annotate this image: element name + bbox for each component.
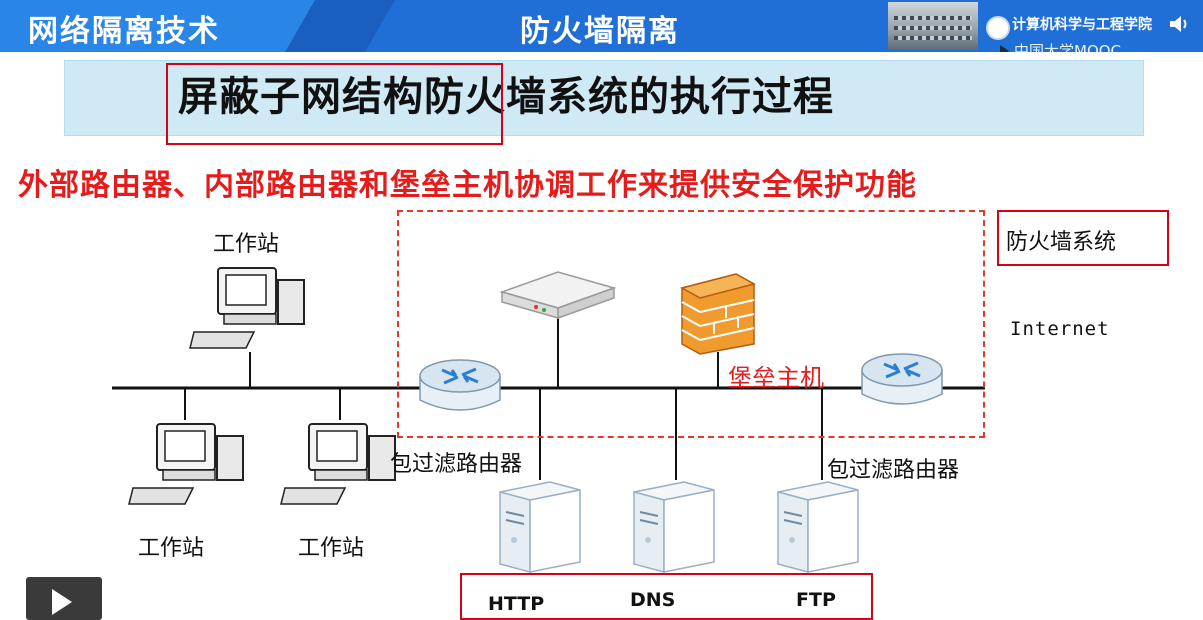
- inner-router-icon: [419, 359, 501, 411]
- outer-router-icon: [861, 353, 943, 405]
- workstation-label-top: 工作站: [213, 232, 280, 257]
- firewall-system-boundary: [397, 210, 985, 438]
- title-banner: [64, 60, 1144, 136]
- firewall-system-label-box: [997, 210, 1169, 266]
- workstation-label-bottom-left: 工作站: [138, 536, 205, 561]
- header-left-panel: [0, 0, 330, 52]
- course-title: 网络隔离技术: [28, 14, 220, 49]
- workstation-label-bottom-right: 工作站: [298, 536, 365, 561]
- speaker-icon[interactable]: [1168, 14, 1190, 34]
- http-label: HTTP: [488, 593, 545, 615]
- http-server-icon: [499, 481, 581, 573]
- play-button[interactable]: [26, 577, 102, 620]
- dns-server-icon: [633, 481, 715, 573]
- internet-label: Internet: [1010, 318, 1110, 340]
- network-device-icon: [499, 271, 617, 320]
- slide-subtitle: 外部路由器、内部路由器和堡垒主机协调工作来提供安全保护功能: [18, 168, 917, 203]
- firewall-brick-icon: [679, 273, 757, 355]
- video-header-bar: 网络隔离技术 防火墙隔离 计算机科学与工程学院: [0, 0, 1203, 52]
- firewall-system-label: 防火墙系统: [1006, 230, 1117, 255]
- workstation-bottom-right-icon: [280, 423, 396, 505]
- section-title: 防火墙隔离: [520, 14, 680, 49]
- packet-filter-router-label-left: 包过滤路由器: [390, 452, 523, 477]
- services-highlight-box: [460, 573, 873, 620]
- packet-filter-router-label-right: 包过滤路由器: [827, 458, 960, 483]
- campus-building-image: [888, 2, 978, 50]
- school-name: 计算机科学与工程学院: [1012, 17, 1152, 33]
- workstation-bottom-left-icon: [128, 423, 244, 505]
- workstation-top-icon: [189, 267, 305, 349]
- play-icon: [52, 589, 72, 615]
- ftp-label: FTP: [796, 589, 836, 611]
- school-logo-icon: [986, 16, 1010, 40]
- title-highlight-box: [166, 63, 503, 145]
- bastion-host-label: 堡垒主机: [728, 364, 824, 392]
- mooc-play-icon: [1000, 45, 1009, 57]
- dns-label: DNS: [630, 589, 676, 611]
- ftp-server-icon: [777, 481, 859, 573]
- slide-title: 屏蔽子网结构防火墙系统的执行过程: [178, 74, 834, 120]
